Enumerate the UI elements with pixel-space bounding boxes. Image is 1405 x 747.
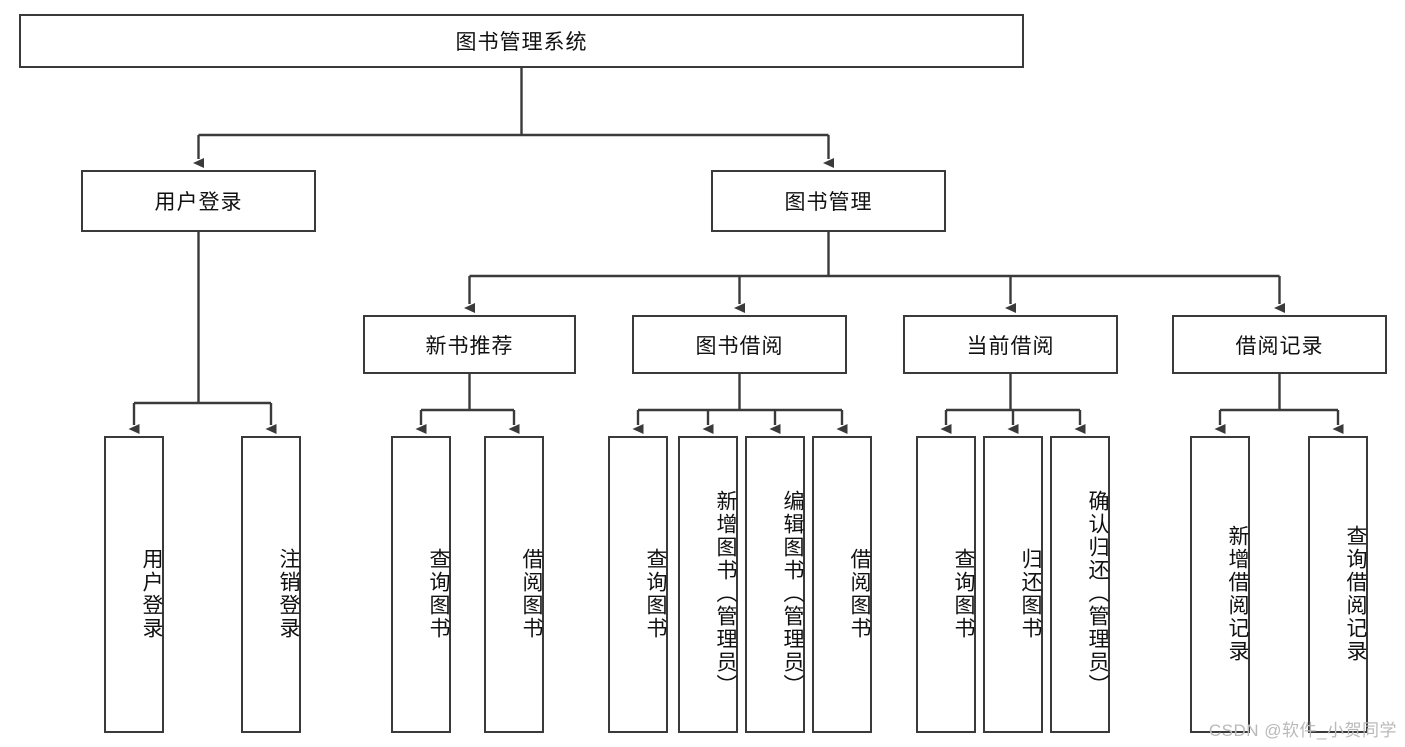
node-leaf-query-book-2[interactable]: 查询图书 (608, 436, 668, 733)
node-label: 注销登录 (277, 547, 300, 640)
node-label: 用户登录 (140, 547, 163, 640)
node-label: 新增借阅记录 (1226, 524, 1249, 663)
node-leaf-query-book-3[interactable]: 查询图书 (916, 436, 976, 733)
node-label: 新书推荐 (425, 334, 514, 358)
node-leaf-add-record[interactable]: 新增借阅记录 (1190, 436, 1250, 733)
node-book-borrow[interactable]: 图书借阅 (632, 315, 847, 374)
node-label: 图书管理系统 (455, 31, 588, 54)
node-label: 当前借阅 (966, 334, 1055, 358)
watermark: CSDN @软件_小贺同学 (1208, 721, 1397, 740)
node-user-login[interactable]: 用户登录 (81, 170, 316, 232)
node-leaf-borrow-book-2[interactable]: 借阅图书 (812, 436, 872, 733)
node-label: 确认归还（管理员） (1086, 490, 1109, 697)
node-root[interactable]: 图书管理系统 (19, 14, 1024, 68)
node-leaf-return-book[interactable]: 归还图书 (983, 436, 1043, 733)
node-leaf-query-book-1[interactable]: 查询图书 (391, 436, 451, 733)
node-label: 图书借阅 (695, 334, 784, 358)
node-borrow-record[interactable]: 借阅记录 (1172, 315, 1387, 374)
node-label: 查询图书 (952, 547, 975, 640)
node-label: 查询图书 (427, 547, 450, 640)
node-leaf-user-login[interactable]: 用户登录 (104, 436, 164, 733)
node-label: 查询图书 (644, 547, 667, 640)
node-label: 用户登录 (154, 191, 243, 214)
node-new-book-rec[interactable]: 新书推荐 (363, 315, 576, 374)
node-book-manage[interactable]: 图书管理 (711, 170, 946, 232)
node-label: 图书管理 (784, 191, 873, 214)
node-label: 借阅图书 (848, 547, 871, 640)
node-label: 归还图书 (1019, 547, 1042, 640)
node-label: 新增图书（管理员） (714, 490, 737, 697)
node-label: 借阅记录 (1235, 334, 1324, 358)
node-leaf-user-logout[interactable]: 注销登录 (241, 436, 301, 733)
node-leaf-add-book[interactable]: 新增图书（管理员） (678, 436, 738, 733)
node-leaf-confirm-return[interactable]: 确认归还（管理员） (1050, 436, 1110, 733)
node-leaf-query-record[interactable]: 查询借阅记录 (1308, 436, 1368, 733)
node-label: 编辑图书（管理员） (781, 490, 804, 697)
node-leaf-edit-book[interactable]: 编辑图书（管理员） (745, 436, 805, 733)
node-current-borrow[interactable]: 当前借阅 (903, 315, 1118, 374)
node-label: 查询借阅记录 (1344, 524, 1367, 663)
node-label: 借阅图书 (520, 547, 543, 640)
node-leaf-borrow-book-1[interactable]: 借阅图书 (484, 436, 544, 733)
